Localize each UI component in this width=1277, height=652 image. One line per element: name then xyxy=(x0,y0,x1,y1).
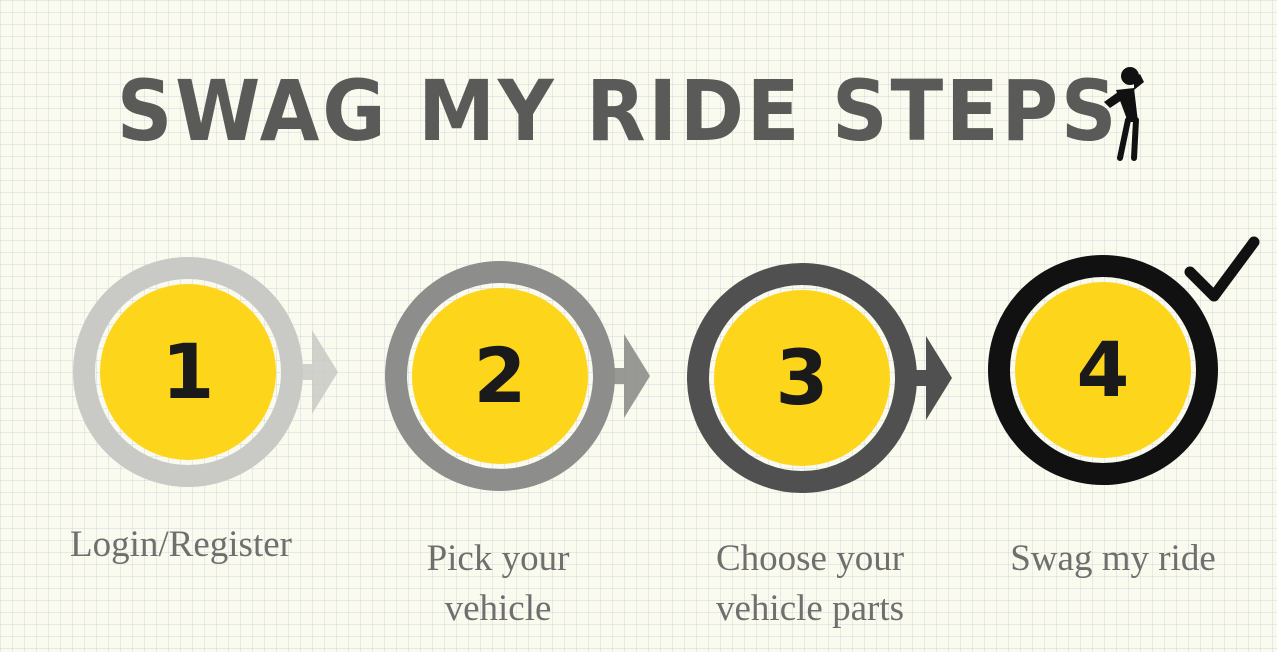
step-2-number: 2 xyxy=(473,331,527,420)
step-4-number: 4 xyxy=(1076,325,1130,414)
step-1-number: 1 xyxy=(161,327,215,416)
step-4-label: Swag my ride xyxy=(1010,538,1216,579)
step-3-graphic xyxy=(687,263,952,493)
step-3-arrow-icon xyxy=(908,336,952,420)
person-thinking-icon xyxy=(1104,67,1144,161)
step-2-circle xyxy=(412,288,588,464)
step-1-circle xyxy=(100,284,276,460)
step-4-ring xyxy=(988,255,1218,485)
step-3-circle xyxy=(714,290,890,466)
page-title: SWAG MY RIDE STEPS xyxy=(116,62,1120,160)
checkmark-icon xyxy=(1184,236,1260,302)
step-4-circle xyxy=(1015,282,1191,458)
step-1-label: Login/Register xyxy=(70,524,292,565)
step-4-graphic xyxy=(988,255,1218,485)
step-2-ring xyxy=(385,261,615,491)
step-1-arrow-icon xyxy=(294,330,338,414)
step-2-label: Pick your vehicle xyxy=(426,538,570,629)
step-3-ring xyxy=(687,263,917,493)
step-2-arrow-icon xyxy=(606,334,650,418)
step-3-number: 3 xyxy=(775,333,829,422)
step-1-graphic xyxy=(73,257,338,487)
step-3-label: Choose your vehicle parts xyxy=(715,538,905,629)
step-1-ring xyxy=(73,257,303,487)
step-2-graphic xyxy=(385,261,650,491)
